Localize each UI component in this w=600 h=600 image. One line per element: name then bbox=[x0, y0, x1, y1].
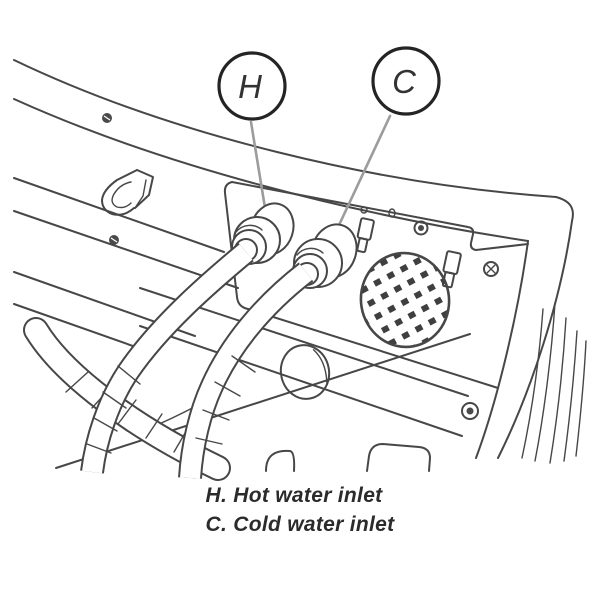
caption-line-cold: C. Cold water inlet bbox=[205, 513, 395, 536]
bottom-cutout bbox=[366, 443, 431, 472]
screw-icon bbox=[483, 261, 499, 277]
panel-hole bbox=[388, 208, 396, 218]
caption-line-hot: H. Hot water inlet bbox=[205, 484, 383, 507]
recess-top-edge bbox=[231, 181, 529, 251]
lower-frame-rail bbox=[139, 325, 463, 437]
leader-line-h bbox=[249, 120, 268, 216]
panel-seam bbox=[13, 303, 151, 353]
inlet-recess-panel bbox=[223, 181, 529, 389]
cold-water-hose bbox=[178, 262, 314, 479]
vent-grille bbox=[359, 251, 451, 349]
callout-h-label: H bbox=[238, 68, 262, 105]
top-edge-outer bbox=[13, 59, 557, 198]
screw-icon bbox=[102, 113, 112, 123]
screw-icon bbox=[461, 402, 479, 420]
caption: H. Hot water inlet C. Cold water inlet bbox=[0, 481, 600, 539]
panel-seam bbox=[13, 210, 239, 289]
callout-h-circle bbox=[217, 51, 287, 121]
panel-hole bbox=[360, 206, 368, 214]
hot-water-hose bbox=[80, 242, 254, 474]
callout-hot: H bbox=[217, 51, 287, 121]
callout-cold: C bbox=[371, 46, 441, 116]
top-edge-inner bbox=[13, 98, 529, 242]
right-corner-edge bbox=[497, 196, 574, 459]
cable-clip bbox=[356, 217, 375, 254]
callout-c-label: C bbox=[392, 63, 417, 100]
bottom-cutout bbox=[265, 449, 296, 472]
hook-bracket bbox=[101, 169, 154, 216]
leader-line-c bbox=[331, 114, 392, 240]
access-hole bbox=[279, 344, 331, 400]
side-panel-hatching bbox=[521, 302, 587, 464]
grommet bbox=[413, 220, 429, 236]
screw-icon bbox=[109, 235, 119, 245]
right-edge-inner bbox=[475, 240, 529, 459]
recess-left-bottom-edge bbox=[223, 181, 499, 389]
callout-c-circle bbox=[371, 46, 441, 116]
